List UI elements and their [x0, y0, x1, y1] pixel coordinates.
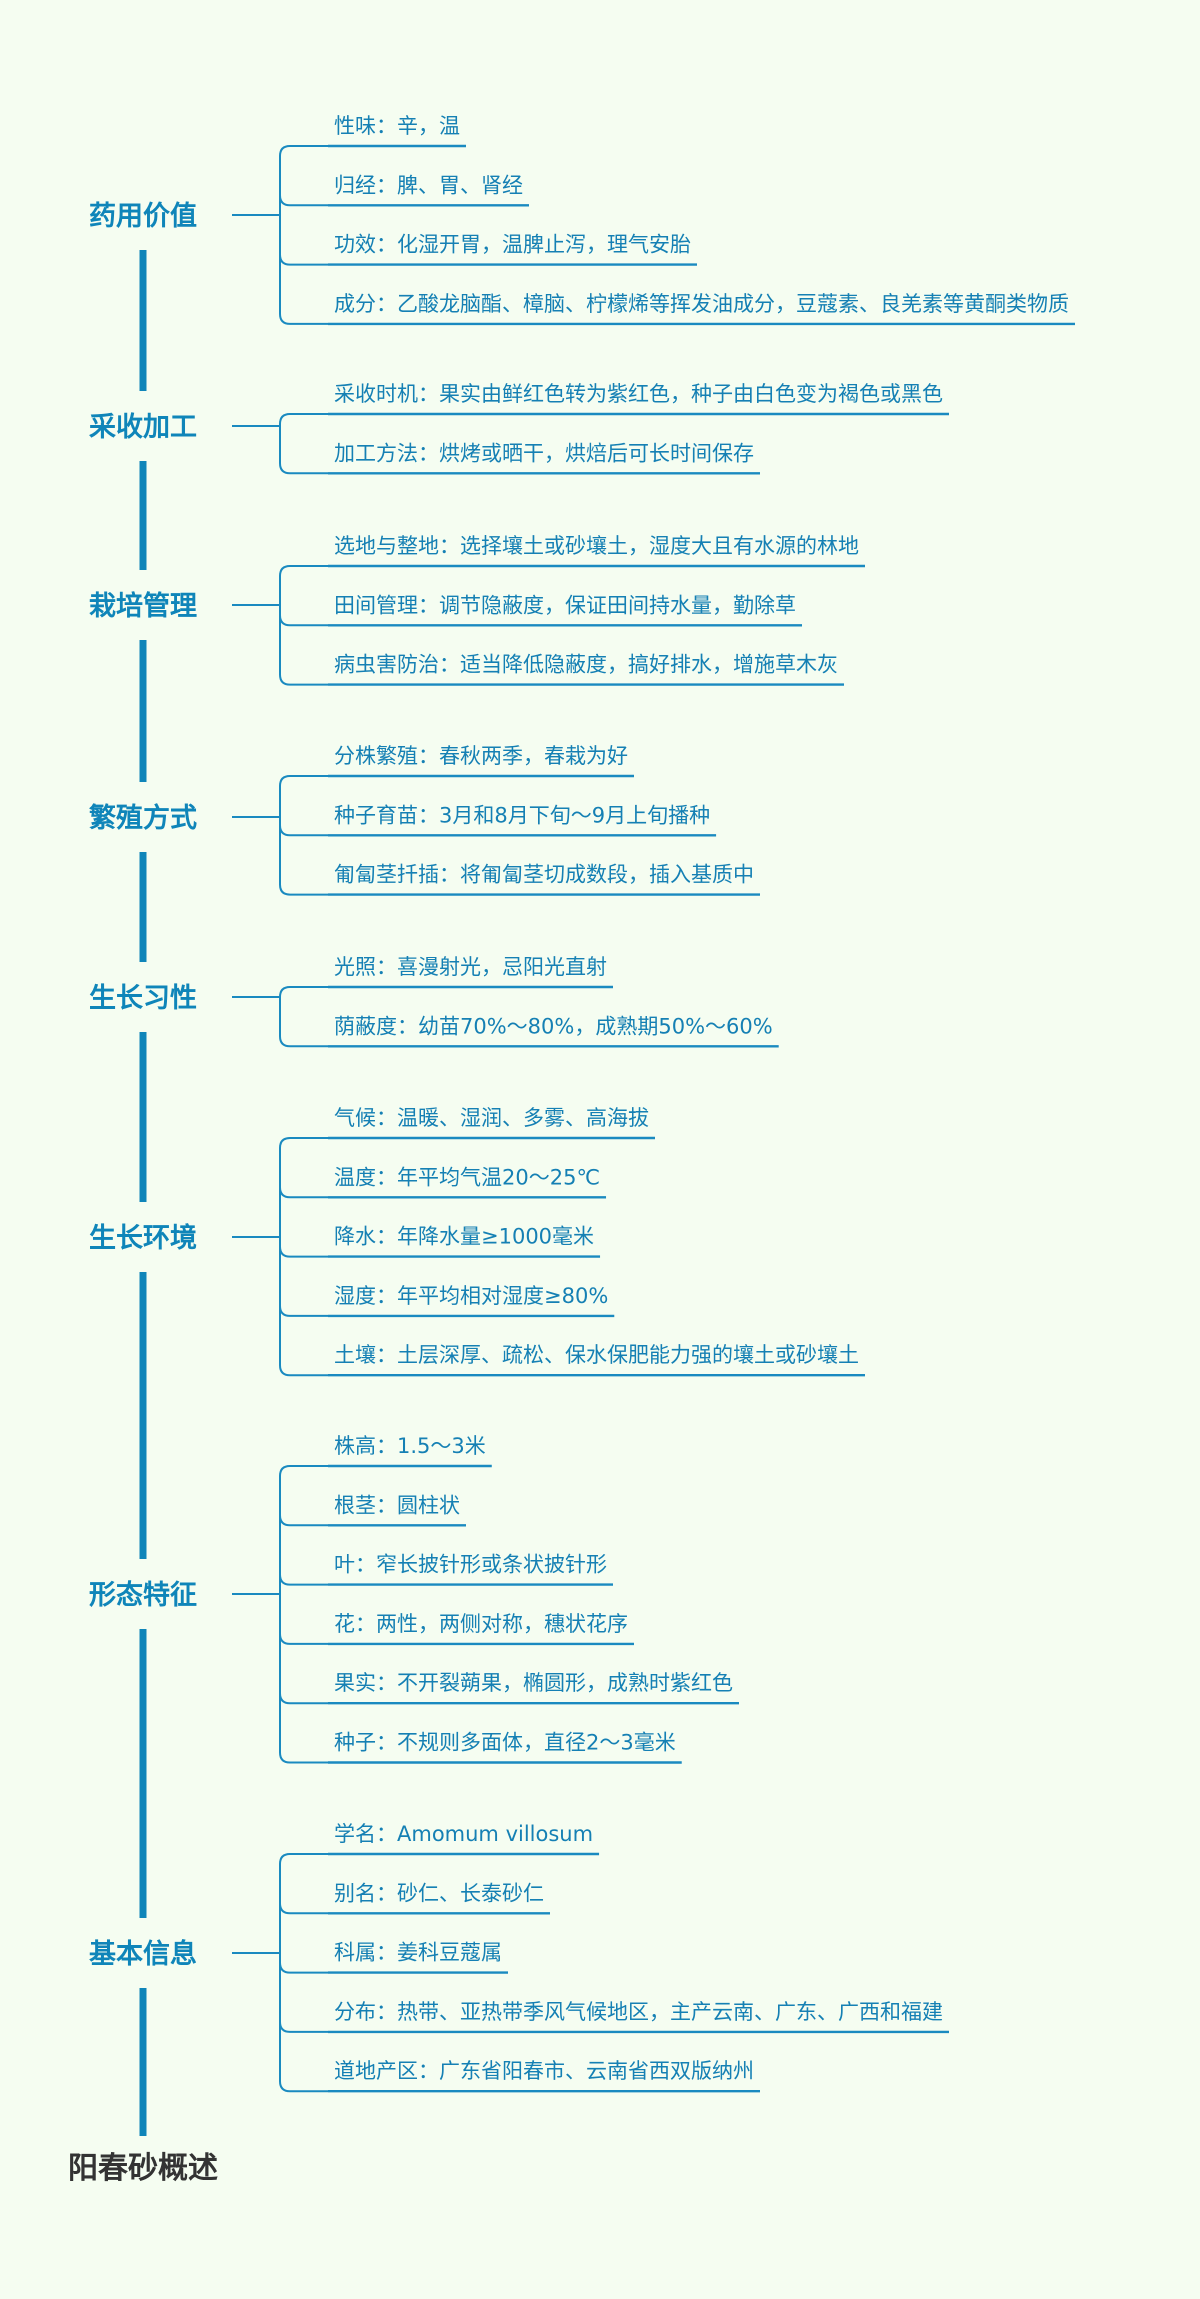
item-text: 株高：1.5～3米	[334, 1434, 486, 1458]
branch-label: 药用价值	[89, 201, 197, 232]
item-connector	[279, 1574, 328, 1586]
root-label: 阳春砂概述	[68, 2151, 218, 2186]
branch-label: 形态特征	[89, 1580, 197, 1611]
branch: 采收加工 采收时机：果实由鲜红色转为紫红色，种子由白色变为褐色或黑色加工方法：烘烤…	[89, 382, 949, 475]
item-text: 种子育苗：3月和8月下旬～9月上旬播种	[334, 803, 710, 827]
item-text: 学名：Amomum villosum	[334, 1822, 593, 1846]
item-text: 叶：窄长披针形或条状披针形	[334, 1553, 607, 1577]
item-text: 科属：姜科豆蔻属	[334, 1941, 502, 1965]
item-text: 选地与整地：选择壤土或砂壤土，湿度大且有水源的林地	[334, 534, 859, 558]
item-text: 荫蔽度：幼苗70%～80%，成熟期50%～60%	[334, 1014, 773, 1038]
branch: 栽培管理 选地与整地：选择壤土或砂壤土，湿度大且有水源的林地田间管理：调节隐蔽度，…	[89, 534, 865, 686]
branch-label: 栽培管理	[89, 591, 197, 622]
branch-label: 繁殖方式	[89, 802, 197, 834]
item-connector	[279, 2021, 328, 2033]
branch-bracket	[279, 145, 328, 325]
item-text: 光照：喜漫射光，忌阳光直射	[334, 955, 607, 979]
item-connector	[279, 1246, 328, 1258]
branch-bracket	[279, 986, 328, 1048]
item-connector	[279, 1305, 328, 1317]
item-text: 种子：不规则多面体，直径2～3毫米	[334, 1731, 676, 1755]
item-connector	[279, 195, 328, 207]
item-connector	[279, 1693, 328, 1705]
item-connector	[279, 254, 328, 266]
item-connector	[279, 1187, 328, 1199]
spine-segment	[139, 852, 147, 962]
spine-segment	[139, 1988, 147, 2136]
branch: 形态特征 株高：1.5～3米根茎：圆柱状叶：窄长披针形或条状披针形花：两性，两侧对…	[89, 1434, 739, 1764]
item-text: 匍匐茎扦插：将匍匐茎切成数段，插入基质中	[334, 863, 754, 887]
branch-bracket	[279, 565, 328, 686]
item-connector	[279, 1962, 328, 1974]
branch-bracket	[279, 775, 328, 896]
item-text: 降水：年降水量≥1000毫米	[334, 1225, 594, 1249]
item-text: 加工方法：烘烤或晒干，烘焙后可长时间保存	[334, 441, 754, 465]
branch-label: 采收加工	[89, 412, 197, 443]
item-text: 温度：年平均气温20～25℃	[334, 1165, 600, 1189]
item-connector	[279, 1515, 328, 1527]
branch-bracket	[279, 1853, 328, 2093]
spine-segment	[139, 1032, 147, 1202]
item-text: 性味：辛，温	[334, 114, 460, 138]
item-text: 采收时机：果实由鲜红色转为紫红色，种子由白色变为褐色或黑色	[334, 382, 943, 406]
branch: 药用价值 性味：辛，温归经：脾、胃、肾经功效：化湿开胃，温脾止泻，理气安胎成分：乙…	[89, 114, 1075, 326]
item-connector	[279, 1633, 328, 1645]
item-text: 湿度：年平均相对湿度≥80%	[334, 1284, 608, 1308]
item-text: 果实：不开裂蒴果，椭圆形，成熟时紫红色	[334, 1671, 733, 1695]
branch: 繁殖方式 分株繁殖：春秋两季，春栽为好种子育苗：3月和8月下旬～9月上旬播种匍匐茎…	[89, 744, 760, 896]
item-connector	[279, 615, 328, 627]
item-connector	[279, 825, 328, 837]
branch: 生长习性 光照：喜漫射光，忌阳光直射荫蔽度：幼苗70%～80%，成熟期50%～60…	[89, 955, 779, 1048]
item-connector	[279, 1903, 328, 1915]
spine	[139, 250, 147, 2136]
item-text: 分株繁殖：春秋两季，春栽为好	[334, 744, 628, 768]
item-text: 成分：乙酸龙脑酯、樟脑、柠檬烯等挥发油成分，豆蔻素、良羌素等黄酮类物质	[334, 292, 1069, 316]
item-text: 分布：热带、亚热带季风气候地区，主产云南、广东、广西和福建	[334, 2000, 943, 2024]
item-text: 病虫害防治：适当降低隐蔽度，搞好排水，增施草木灰	[334, 653, 838, 677]
branch-label: 生长习性	[89, 983, 197, 1014]
branch: 基本信息 学名：Amomum villosum 别名：砂仁、长泰砂仁科属：姜科豆蔻属…	[89, 1822, 949, 2093]
branch-label: 生长环境	[89, 1223, 197, 1254]
spine-segment	[139, 250, 147, 391]
spine-segment	[139, 461, 147, 570]
item-text: 气候：温暖、湿润、多雾、高海拔	[334, 1106, 649, 1130]
spine-segment	[139, 1272, 147, 1559]
branches: 药用价值 性味：辛，温归经：脾、胃、肾经功效：化湿开胃，温脾止泻，理气安胎成分：乙…	[89, 114, 1075, 2093]
item-text: 土壤：土层深厚、疏松、保水保肥能力强的壤土或砂壤土	[334, 1343, 859, 1367]
branch-bracket	[279, 413, 328, 475]
branch-bracket	[279, 1137, 328, 1377]
branch-label: 基本信息	[89, 1938, 197, 1970]
item-text: 归经：脾、胃、肾经	[334, 173, 523, 197]
item-text: 别名：砂仁、长泰砂仁	[334, 1881, 544, 1905]
item-text: 田间管理：调节隐蔽度，保证田间持水量，勤除草	[334, 593, 796, 617]
item-text: 功效：化湿开胃，温脾止泻，理气安胎	[334, 233, 691, 257]
item-text: 道地产区：广东省阳春市、云南省西双版纳州	[334, 2059, 754, 2083]
branch-bracket	[279, 1465, 328, 1764]
item-text: 根茎：圆柱状	[334, 1493, 460, 1517]
spine-segment	[139, 640, 147, 782]
spine-segment	[139, 1629, 147, 1918]
item-text: 花：两性，两侧对称，穗状花序	[334, 1612, 628, 1636]
